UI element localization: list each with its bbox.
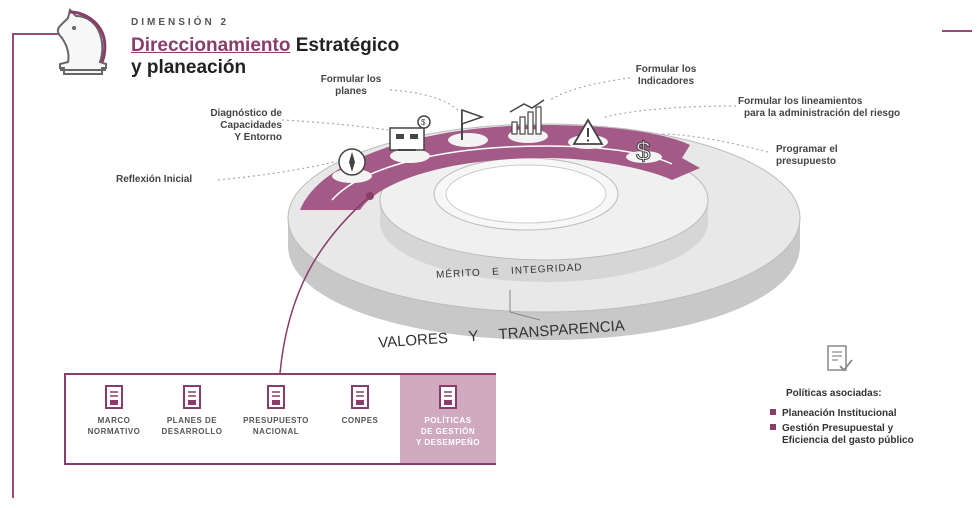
bullet-icon: [770, 409, 776, 415]
frame-top-right-line: [942, 30, 972, 32]
document-icon: [439, 385, 457, 409]
dollar-icon: $: [636, 136, 652, 167]
center-plate-inner: [445, 164, 607, 224]
document-label: POLÍTICAS DE GESTIÓN Y DESEMPEÑO: [415, 416, 481, 447]
dimension-label: DIMENSIÓN 2: [131, 17, 230, 28]
step-presupuesto-label: Programar el presupuesto: [776, 144, 838, 167]
document-label: CONPES: [341, 416, 379, 425]
step-riesgo-label: Formular los lineamientos para la admini…: [738, 96, 901, 119]
chess-knight-icon: [56, 8, 107, 75]
step-planes-label: Formular los planes: [320, 74, 382, 97]
document-planes-desarrollo: PLANES DE DESARROLLO: [152, 385, 232, 437]
document-label: PLANES DE DESARROLLO: [161, 416, 223, 436]
warning-icon: [572, 118, 604, 145]
step-diagnostico-label: Diagnóstico de Capacidades Y Entorno: [210, 108, 282, 143]
document-conpes: CONPES: [320, 385, 400, 426]
policy-item: Gestión Presupuestal y Eficiencia del ga…: [770, 423, 914, 447]
page-title-line2: y planeación: [131, 57, 247, 78]
document-icon: [351, 385, 369, 409]
document-icon: [267, 385, 285, 409]
policies-title: Políticas asociadas:: [786, 388, 882, 399]
document-label: MARCO NORMATIVO: [87, 416, 141, 436]
title-highlight: Direccionamiento: [131, 35, 291, 56]
document-icon: [183, 385, 201, 409]
step-reflexion-label: Reflexión Inicial: [116, 174, 193, 185]
checklist-icon: [827, 345, 853, 372]
step-indicadores-label: Formular los Indicadores: [635, 64, 697, 87]
document-marco-normativo: MARCO NORMATIVO: [74, 385, 154, 437]
frame-top-left-line: [12, 33, 58, 35]
document-presupuesto-nacional: PRESUPUESTO NACIONAL: [236, 385, 316, 437]
bullet-icon: [770, 424, 776, 430]
document-politicas-gestion: POLÍTICAS DE GESTIÓN Y DESEMPEÑO: [408, 385, 488, 448]
svg-text:$: $: [421, 118, 426, 127]
document-label: PRESUPUESTO NACIONAL: [243, 416, 309, 436]
bar-chart-icon: [509, 99, 545, 135]
title-rest: Estratégico: [290, 35, 400, 56]
compass-icon: [338, 148, 366, 176]
page-title: Direccionamiento Estratégico: [131, 35, 399, 57]
policy-item: Planeación Institucional: [770, 408, 896, 420]
documents-panel: MARCO NORMATIVO PLANES DE DESARROLLO PRE…: [64, 373, 496, 465]
document-icon: [105, 385, 123, 409]
frame-left-line: [12, 33, 14, 498]
svg-text:$: $: [636, 136, 651, 166]
organization-chart-icon: $: [389, 115, 431, 151]
flag-icon: [461, 108, 485, 140]
